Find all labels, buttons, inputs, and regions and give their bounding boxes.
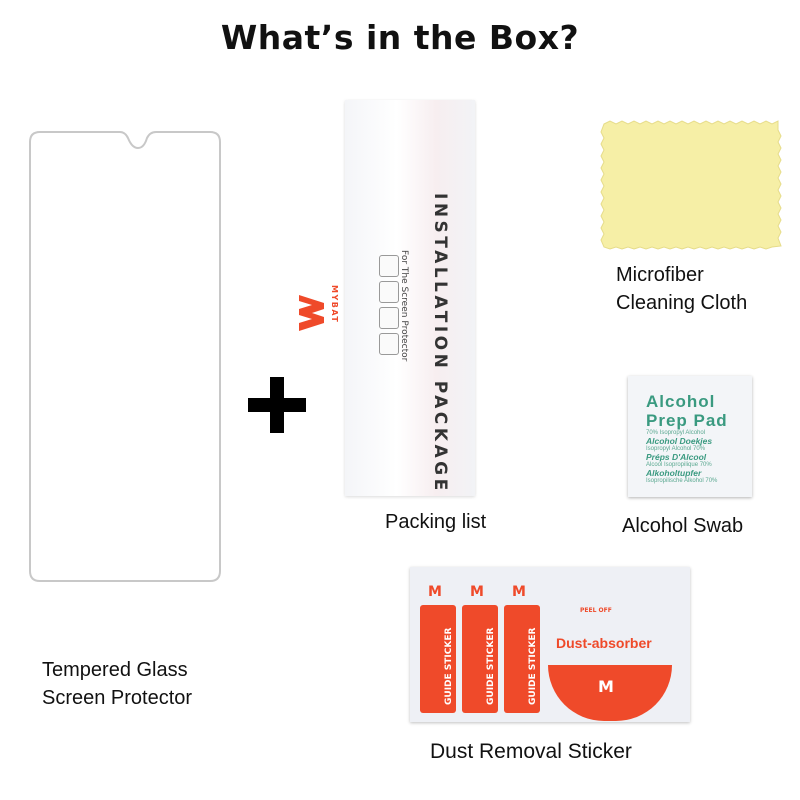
cloth-caption: Microfiber Cleaning Cloth	[616, 261, 747, 317]
mybat-logo-icon	[299, 295, 324, 331]
brand-text: MYBAT	[330, 285, 339, 324]
installation-package-image: INSTALLATION PACKAGE For The Screen Prot…	[299, 100, 475, 496]
guide-sticker: GUIDE STICKER	[462, 605, 498, 713]
pad-line: Isopropilische Alkohol 70%	[646, 478, 718, 484]
cloth-caption-line1: Microfiber	[616, 264, 704, 286]
package-step-icons	[379, 255, 401, 359]
pad-title-1: Alcohol	[646, 392, 716, 411]
dust-absorber-label: Dust-absorber	[556, 635, 652, 651]
pad-title-2: Prep Pad	[646, 411, 728, 430]
package-title: INSTALLATION PACKAGE	[430, 193, 450, 494]
glass-caption-line2: Screen Protector	[42, 687, 193, 709]
alcohol-prep-pad-image: Alcohol Prep Pad 70% Isopropyl Alcohol A…	[628, 376, 752, 497]
brand-logo-icon: M	[470, 584, 484, 600]
brand-logo-icon: M	[428, 584, 442, 600]
guide-sticker-label: GUIDE STICKER	[486, 627, 496, 705]
dust-sticker-caption: Dust Removal Sticker	[430, 740, 632, 763]
pad-line: Alkoholtupfer	[646, 468, 702, 478]
pad-line: Préps D'Alcool	[646, 452, 707, 462]
peel-off-label: PEEL OFF	[580, 607, 612, 614]
dust-removal-sticker-image: M M M GUIDE STICKER GUIDE STICKER GUIDE …	[410, 567, 690, 722]
guide-sticker-label: GUIDE STICKER	[528, 627, 538, 705]
tempered-glass-image	[29, 131, 221, 582]
pad-line: Alcohol Doekjes	[646, 436, 713, 446]
pad-line: Isopropyl Alcohol 70%	[646, 446, 706, 452]
pad-line: Alcool Isopropilique 70%	[646, 462, 712, 468]
dust-absorber-disc: M	[548, 665, 672, 721]
alcohol-swab-caption: Alcohol Swab	[622, 515, 744, 537]
glass-caption-line1: Tempered Glass	[42, 659, 188, 681]
pad-line: 70% Isopropyl Alcohol	[646, 430, 706, 436]
guide-sticker: GUIDE STICKER	[420, 605, 456, 713]
packing-list-caption: Packing list	[385, 511, 487, 533]
cloth-caption-line2: Cleaning Cloth	[616, 292, 748, 314]
brand-logo-icon: M	[512, 584, 526, 600]
page-title: What’s in the Box?	[220, 18, 580, 57]
guide-sticker-label: GUIDE STICKER	[444, 627, 454, 705]
plus-icon-vertical	[270, 377, 284, 433]
glass-caption: Tempered Glass Screen Protector	[42, 656, 192, 712]
guide-sticker: GUIDE STICKER	[504, 605, 540, 713]
brand-logo-icon: M	[598, 677, 614, 696]
microfiber-cloth-image	[600, 120, 782, 250]
